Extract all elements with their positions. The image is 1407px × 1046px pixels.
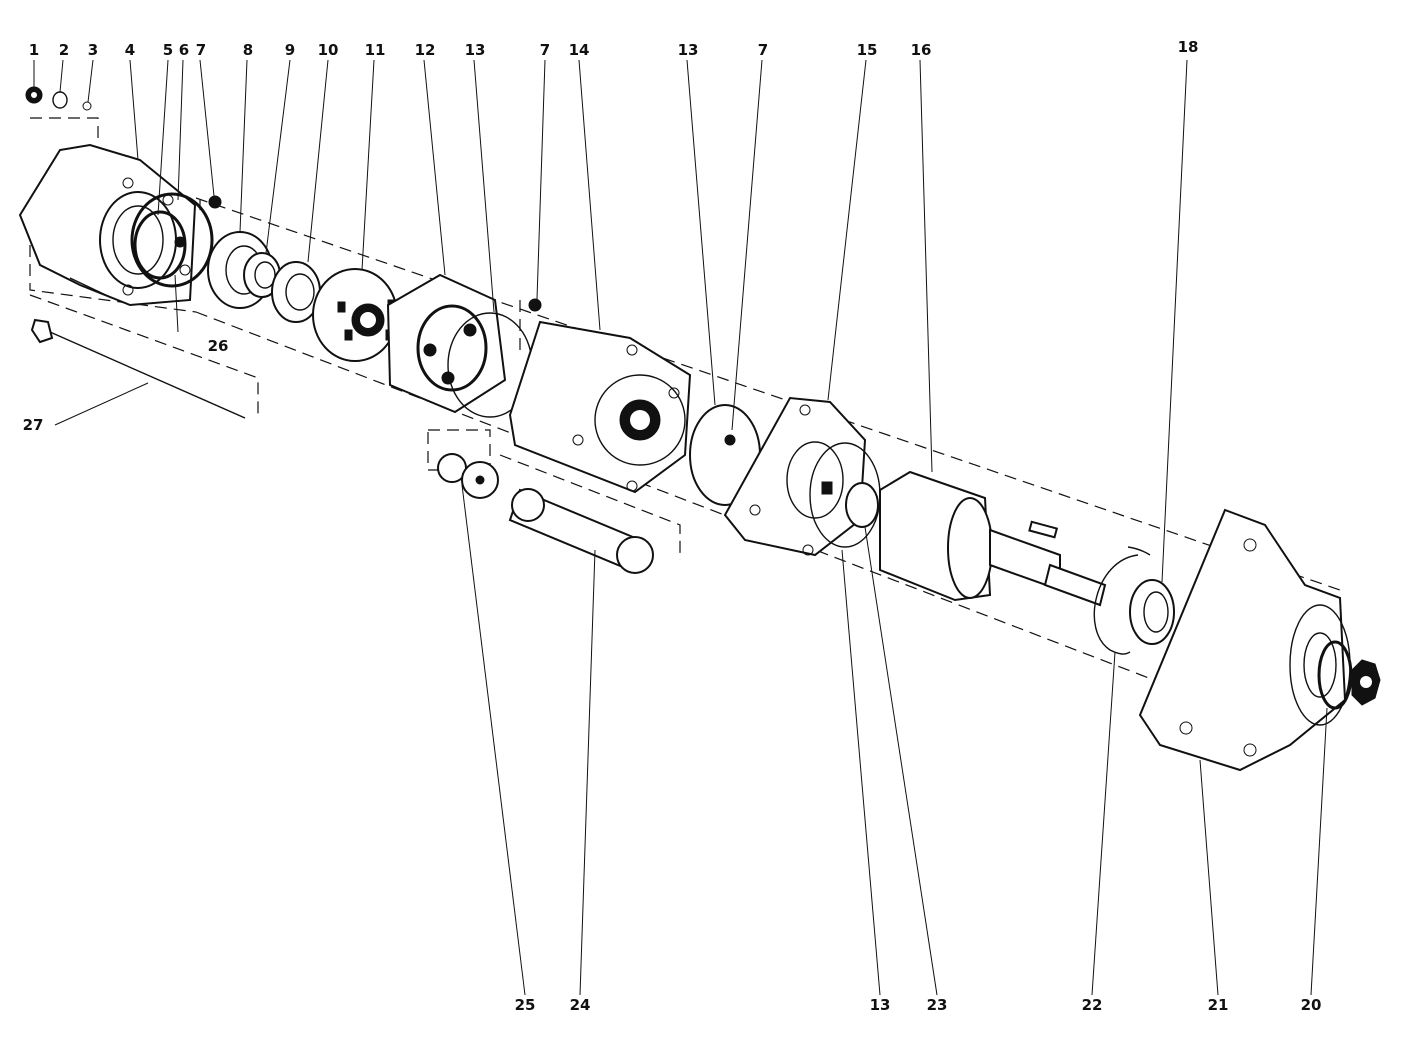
part-16-output-shaft-assembly	[879, 470, 1107, 607]
part-23-thrust-ring	[845, 482, 879, 528]
callout-13c: 13	[870, 996, 891, 1014]
callout-7b: 7	[540, 41, 550, 59]
part-1-plug	[25, 86, 43, 104]
part-18-seal	[1129, 579, 1175, 645]
callout-25: 25	[515, 996, 536, 1014]
part-7-check-ball-a	[208, 195, 222, 209]
callout-2: 2	[59, 41, 69, 59]
callout-27: 27	[23, 416, 44, 434]
callout-16: 16	[911, 41, 932, 59]
callout-20: 20	[1301, 996, 1322, 1014]
callout-14: 14	[569, 41, 590, 59]
callout-13b: 13	[678, 41, 699, 59]
part-6-oring	[130, 192, 214, 288]
callout-3: 3	[88, 41, 98, 59]
callout-24: 24	[570, 996, 591, 1014]
callout-13a: 13	[465, 41, 486, 59]
part-7-check-ball-b	[528, 298, 542, 312]
callout-12: 12	[415, 41, 436, 59]
part-21-mounting-flange	[1138, 508, 1351, 772]
part-10-bearing	[271, 261, 321, 323]
part-15-housing	[723, 396, 867, 557]
callout-18: 18	[1178, 38, 1199, 56]
callout-7c: 7	[758, 41, 768, 59]
part-24-drive-shaft	[508, 488, 654, 574]
callout-11: 11	[365, 41, 386, 59]
callout-9: 9	[285, 41, 295, 59]
part-2-washer	[52, 91, 68, 109]
part-12-manifold	[386, 273, 507, 414]
part-5-seal	[133, 210, 187, 280]
part-14-gerotor-housing	[508, 320, 692, 494]
callout-10: 10	[318, 41, 339, 59]
callout-4: 4	[125, 41, 135, 59]
part-11-rotor-set	[312, 268, 398, 362]
part-20-oring	[1317, 640, 1353, 710]
leader-lines	[33, 59, 1328, 996]
callout-23: 23	[927, 996, 948, 1014]
callout-22: 22	[1082, 996, 1103, 1014]
callout-21: 21	[1208, 996, 1229, 1014]
part-22-snap-ring	[1093, 546, 1151, 655]
part-3-ball	[82, 101, 92, 111]
part-13-oring-b	[689, 404, 761, 506]
callout-8: 8	[243, 41, 253, 59]
callout-6: 6	[179, 41, 189, 59]
part-25-drive-gear	[437, 453, 499, 499]
callout-26: 26	[208, 337, 229, 355]
assembly-guide-lines	[29, 117, 1341, 691]
callout-labels: 1 2 3 4 5 6 7 8 9 10 11 12 13 7 14 13 7 …	[23, 38, 1322, 1014]
callout-5: 5	[163, 41, 173, 59]
part-27-tie-bolt	[30, 318, 246, 419]
callout-15: 15	[857, 41, 878, 59]
callout-1: 1	[29, 41, 39, 59]
callout-7a: 7	[196, 41, 206, 59]
part-4-end-cover	[18, 143, 197, 307]
part-19-castle-nut	[1351, 659, 1381, 706]
